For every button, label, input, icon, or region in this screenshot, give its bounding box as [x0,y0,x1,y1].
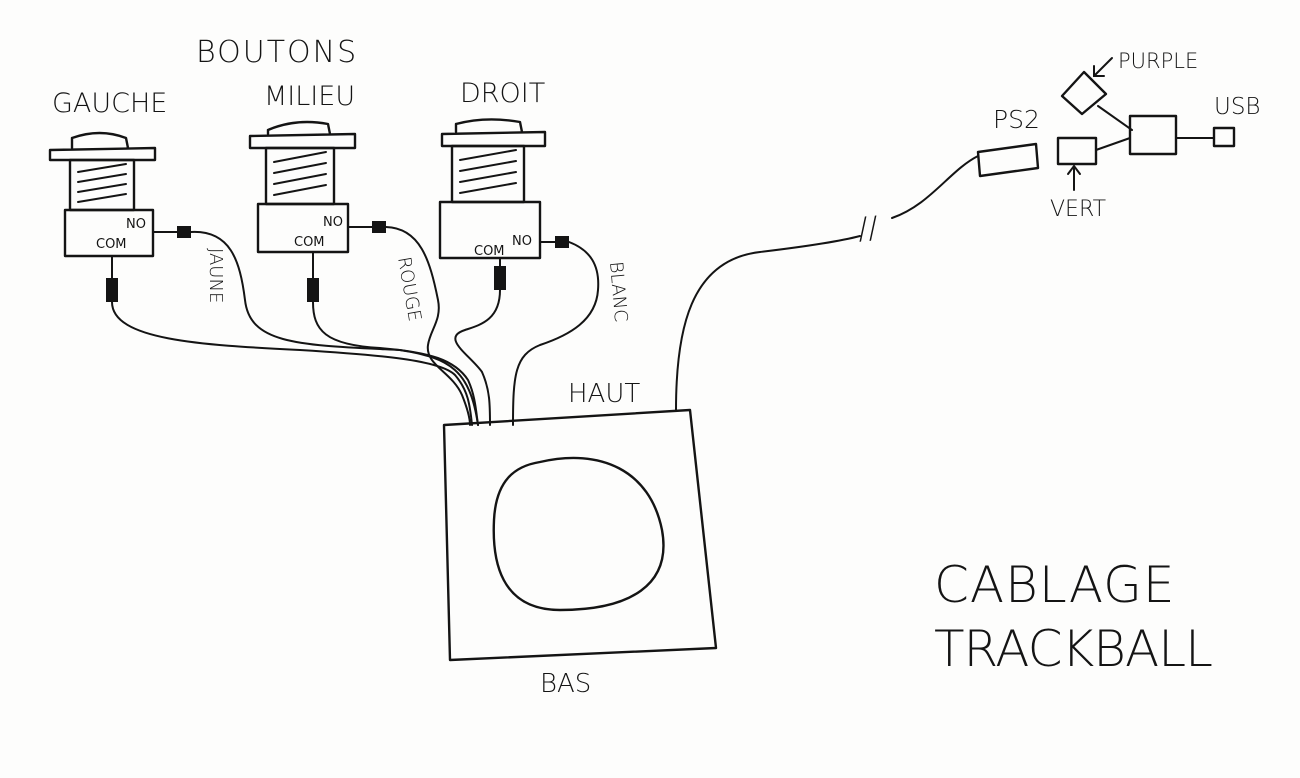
middle-no-connector [372,221,386,233]
wire-label-jaune: JAUNE [205,248,226,303]
trackball-body: HAUT BAS [442,379,718,699]
left-com-connector [106,278,118,302]
left-no-connector [177,226,191,238]
adapter-box [1128,114,1178,156]
right-switch-body [438,200,542,260]
right-no-connector [555,236,569,248]
trackball-ball [492,456,665,612]
left-no-label: NO [126,217,146,232]
right-com-connector [494,266,506,290]
left-com-wire [111,255,473,426]
top-side-label: HAUT [568,379,640,409]
usb-label: USB [1214,94,1261,120]
buttons-heading: BOUTONS [196,35,358,70]
middle-button-label: MILIEU [264,81,355,112]
right-no-label: NO [512,234,532,249]
left-button: GAUCHE NO COM [48,88,191,302]
ps2-label: PS2 [993,105,1040,134]
right-com-wire [454,257,501,426]
ps2-usb-adapter: PS2 VERT PURPLE USB [976,49,1261,222]
left-button-label: GAUCHE [52,88,167,119]
right-com-label: COM [474,244,505,259]
right-button-cap [440,118,547,148]
middle-no-wire-rouge [347,226,471,426]
middle-button: MILIEU NO COM [248,81,386,302]
right-button-label: DROIT [460,78,545,109]
right-no-wire-blanc [512,241,600,426]
middle-button-cap [248,120,357,150]
middle-com-connector [307,278,319,302]
adapter-wires [1095,105,1133,151]
right-button: DROIT NO COM [438,78,569,290]
green-arrow [1067,164,1081,191]
cut-mark: // [856,210,879,247]
left-com-label: COM [96,237,127,252]
left-no-wire-jaune [152,230,479,426]
purple-label: PURPLE [1118,49,1198,73]
title-line-1: CABLAGE [934,556,1176,614]
middle-no-label: NO [323,215,343,230]
wire-label-blanc: BLANC [605,261,631,323]
middle-com-label: COM [294,235,325,250]
purple-arrow [1093,57,1113,77]
wire-label-rouge: ROUGE [393,255,425,323]
purple-connector [1060,70,1108,116]
middle-com-wire [312,251,479,426]
ps2-connector [976,142,1040,178]
wires: // [111,155,979,426]
green-label: VERT [1050,197,1106,222]
diagram-title: CABLAGE TRACKBALL [934,556,1213,678]
title-line-2: TRACKBALL [934,620,1212,678]
green-connector [1056,136,1098,166]
ps2-cable [675,155,979,411]
bottom-side-label: BAS [540,669,591,699]
trackball-housing [442,408,718,662]
usb-connector [1212,126,1236,148]
left-button-cap [48,131,157,162]
